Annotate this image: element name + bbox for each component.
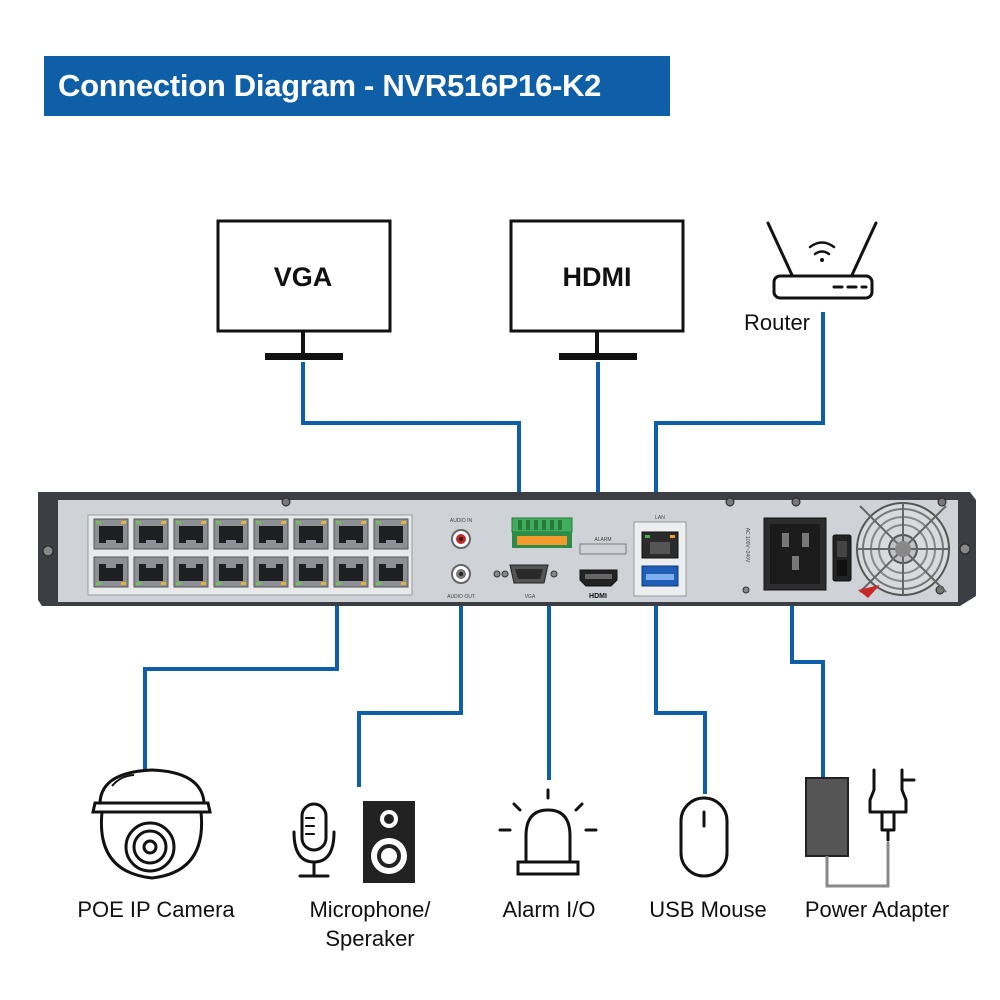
poe-port	[213, 518, 249, 550]
power-adapter-icon	[805, 768, 916, 888]
hdmi-monitor-label: HDMI	[563, 262, 632, 292]
vga-cable	[301, 362, 521, 560]
lan-usb-block: LAN	[633, 515, 687, 597]
poe-port	[173, 518, 209, 550]
hdmi-monitor: HDMI	[509, 219, 685, 360]
poe-port	[373, 556, 409, 588]
power-inlet	[763, 517, 852, 591]
audio-ports: AUDIO IN AUDIO OUT	[447, 518, 475, 600]
poe-port	[173, 556, 209, 588]
router-icon	[766, 221, 878, 300]
hdmi-port: HDMI	[579, 569, 618, 600]
vga-monitor: VGA	[216, 219, 392, 360]
vga-port-label: VGA	[525, 594, 536, 600]
poe-port	[293, 556, 329, 588]
power-adapter-label: Power Adapter	[805, 897, 949, 922]
alarm-port-label: ALARM	[594, 537, 611, 543]
mouse-label: USB Mouse	[649, 897, 766, 922]
camera-label: POE IP Camera	[77, 897, 235, 922]
audio-cable	[357, 574, 463, 787]
poe-port	[93, 518, 129, 550]
vga-monitor-label: VGA	[274, 262, 333, 292]
poe-port	[333, 518, 369, 550]
lan-label: LAN	[655, 515, 665, 521]
router-cable	[654, 312, 825, 545]
ac-label: AC 100V~240V	[744, 528, 750, 563]
usb-cable	[654, 583, 707, 794]
microphone-icon	[292, 802, 336, 878]
nvr-unit: AUDIO IN AUDIO OUT ALARM	[38, 492, 976, 606]
alarm-label: Alarm I/O	[503, 897, 596, 922]
speaker-icon	[363, 801, 415, 883]
poe-ports	[93, 518, 409, 588]
poe-port	[133, 556, 169, 588]
poe-port	[133, 518, 169, 550]
poe-port	[93, 556, 129, 588]
poe-port	[253, 518, 289, 550]
hdmi-port-label: HDMI	[589, 593, 607, 600]
poe-port	[373, 518, 409, 550]
vga-port: VGA	[501, 564, 558, 600]
diagram-title: Connection Diagram - NVR516P16-K2	[44, 56, 670, 116]
poe-port	[213, 556, 249, 588]
mouse-icon	[679, 796, 729, 878]
camera-cable	[143, 590, 339, 770]
dome-camera-icon	[91, 768, 212, 880]
poe-port	[253, 556, 289, 588]
microphone-label-line2: Speraker	[325, 926, 414, 951]
poe-port	[293, 518, 329, 550]
poe-port	[333, 556, 369, 588]
fan-icon	[856, 502, 950, 598]
router-label: Router	[744, 310, 810, 335]
audio-out-label: AUDIO OUT	[447, 594, 475, 600]
alarm-terminal: ALARM	[511, 517, 627, 555]
alarm-icon	[498, 788, 598, 876]
microphone-label-line1: Microphone/	[309, 897, 431, 922]
power-cable	[790, 590, 825, 778]
audio-in-label: AUDIO IN	[450, 518, 473, 524]
